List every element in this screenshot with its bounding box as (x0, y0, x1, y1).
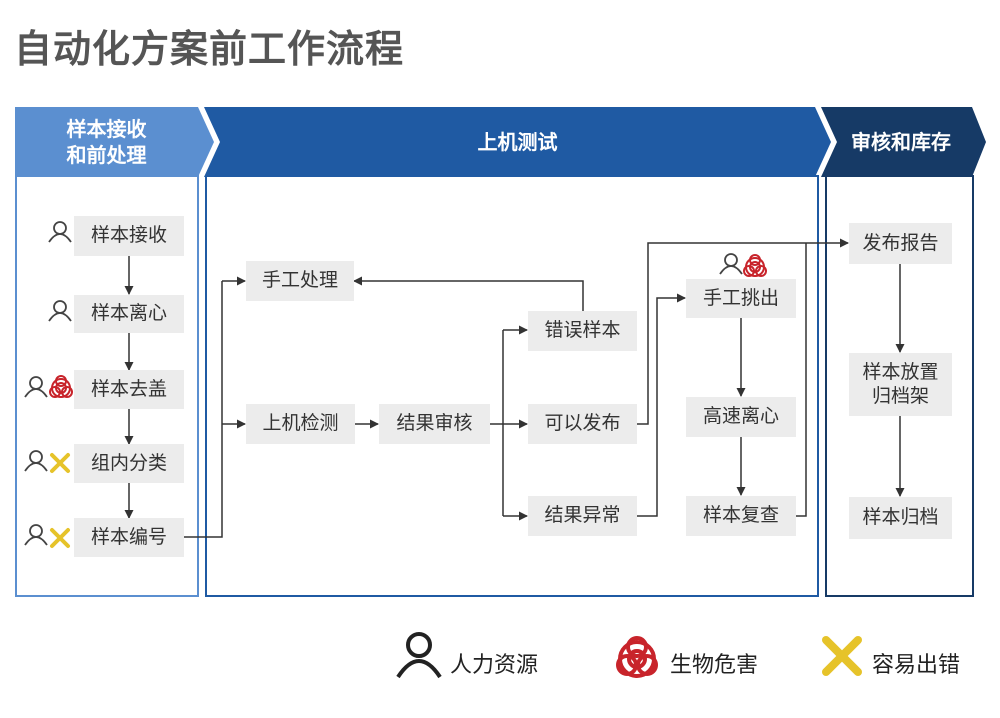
node-result-abnormal: 结果异常 (528, 496, 637, 536)
person-icon (24, 524, 48, 546)
legend-person-icon (396, 632, 442, 679)
phase-frame-pre (15, 175, 199, 597)
edge-abnormal-pick (637, 293, 686, 517)
page-title: 自动化方案前工作流程 (14, 27, 405, 71)
node-error-sample: 错误样本 (528, 311, 637, 351)
legend-biohazard-icon (616, 636, 658, 678)
node-group-sort: 组内分类 (74, 444, 184, 483)
phase-banner-pre (15, 107, 214, 177)
phase-frame-review (825, 175, 974, 597)
edge-error-manual (353, 276, 584, 311)
node-instrument-test: 上机检测 (246, 404, 355, 444)
edge-publish-report (637, 238, 849, 425)
node-manual-process: 手工处理 (246, 261, 354, 301)
node-release-report: 发布报告 (849, 223, 952, 264)
edge-recheck-loop (796, 243, 807, 517)
person-icon (719, 253, 743, 275)
error-x-icon (50, 528, 70, 548)
phase-label-test: 上机测试 (477, 130, 558, 154)
node-sample-centrifuge: 样本离心 (74, 295, 184, 333)
error-x-icon (50, 453, 70, 473)
edge-number-branch (184, 281, 223, 538)
phase-banner-test (204, 107, 831, 177)
biohazard-icon (743, 254, 767, 277)
legend-human-label: 人力资源 (450, 653, 539, 678)
legend-x-icon (822, 636, 862, 676)
person-icon (24, 376, 48, 398)
node-result-review: 结果审核 (379, 404, 490, 444)
node-sample-receive: 样本接收 (74, 216, 184, 256)
node-publishable: 可以发布 (528, 404, 637, 444)
phase-label-review: 审核和库存 (851, 130, 951, 154)
phase-label-pre: 样本接收 和前处理 (66, 117, 147, 167)
node-high-speed-centrifuge: 高速离心 (686, 397, 796, 437)
phase-frame-test (205, 175, 819, 597)
legend-error-label: 容易出错 (872, 653, 961, 678)
node-sample-archive: 样本归档 (849, 497, 952, 539)
node-manual-pick: 手工挑出 (686, 279, 796, 318)
node-sample-number: 样本编号 (74, 518, 184, 557)
phase-banner-review (821, 107, 986, 177)
person-icon (48, 221, 72, 243)
biohazard-icon (49, 375, 73, 398)
person-icon (48, 300, 72, 322)
legend-biohazard-label: 生物危害 (670, 653, 759, 678)
person-icon (24, 450, 48, 472)
node-sample-decap: 样本去盖 (74, 370, 184, 409)
node-sample-recheck: 样本复查 (686, 496, 796, 536)
node-place-archive-rack: 样本放置 归档架 (849, 353, 952, 416)
